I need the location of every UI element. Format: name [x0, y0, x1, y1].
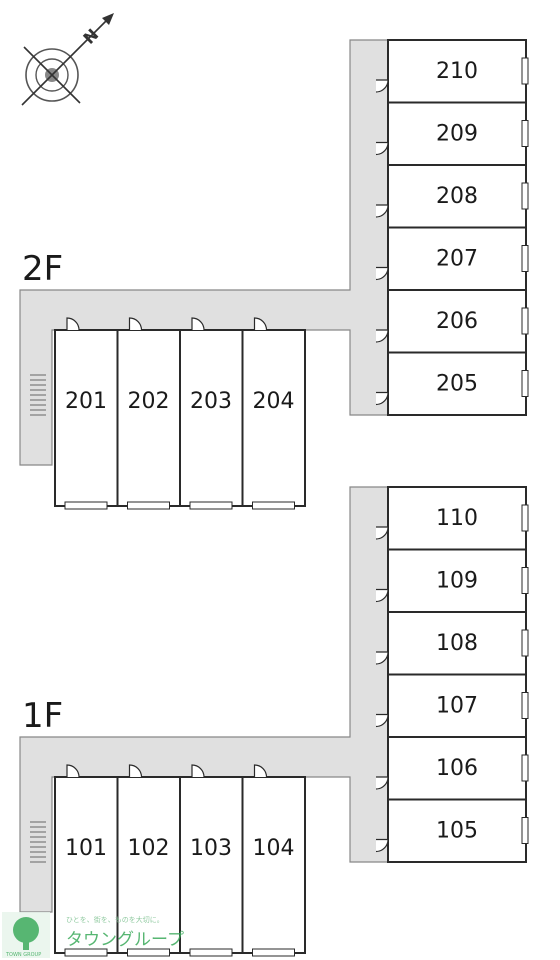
- unit-label: 107: [436, 694, 478, 719]
- unit-203: 203: [179, 317, 244, 510]
- unit-label: 108: [436, 631, 478, 656]
- unit-label: 102: [128, 836, 170, 861]
- unit-label: 101: [65, 836, 107, 861]
- unit-204: 204: [241, 317, 306, 510]
- door-icon: [253, 317, 268, 331]
- door-icon: [191, 764, 205, 778]
- unit-label: 109: [436, 569, 478, 594]
- brand-sub: TOWN GROUP: [5, 952, 41, 958]
- unit-201: 201: [54, 317, 119, 510]
- corridor: [19, 39, 389, 466]
- door-icon: [128, 764, 143, 778]
- unit-label: 203: [190, 389, 232, 414]
- unit-109: 109: [375, 548, 529, 613]
- unit-label: 207: [436, 247, 478, 272]
- floor-2f: 210 209 208 207 206 205 201 202 203 204 2F: [19, 39, 529, 510]
- door-icon: [375, 329, 389, 343]
- unit-label: 206: [436, 309, 478, 334]
- unit-label: 105: [436, 819, 478, 844]
- door-icon: [375, 266, 389, 281]
- unit-108: 108: [375, 611, 529, 676]
- door-icon: [375, 79, 389, 93]
- unit-label: 210: [436, 59, 478, 84]
- unit-207: 207: [375, 226, 529, 291]
- unit-103: 103: [179, 764, 244, 957]
- unit-label: 104: [253, 836, 295, 861]
- unit-label: 204: [253, 389, 295, 414]
- door-icon: [66, 317, 80, 331]
- unit-105: 105: [375, 798, 529, 863]
- door-icon: [253, 764, 268, 778]
- door-icon: [375, 141, 389, 156]
- door-icon: [375, 651, 389, 665]
- door-icon: [191, 317, 205, 331]
- compass-rose-icon: N: [21, 13, 114, 106]
- unit-205: 205: [375, 351, 529, 416]
- floor-1f: 110 109 108 107 106 105 101 102 103 104 1F: [19, 486, 529, 957]
- unit-label: 201: [65, 389, 107, 414]
- unit-104: 104: [241, 764, 306, 957]
- unit-label: 106: [436, 756, 478, 781]
- brand-tagline: ひとを、街を、ものを大切に。: [66, 915, 164, 924]
- unit-label: 110: [436, 506, 478, 531]
- brand-watermark: ひとを、街を、ものを大切に。 タウングループ TOWN GROUP: [2, 912, 184, 958]
- unit-209: 209: [375, 101, 529, 166]
- unit-206: 206: [375, 289, 529, 354]
- door-icon: [375, 391, 389, 406]
- unit-label: 208: [436, 184, 478, 209]
- unit-107: 107: [375, 673, 529, 738]
- door-icon: [128, 317, 143, 331]
- staircase-icon: [30, 821, 46, 863]
- unit-101: 101: [54, 764, 119, 957]
- unit-208: 208: [375, 164, 529, 229]
- unit-label: 202: [128, 389, 170, 414]
- floor-label: 1F: [22, 696, 63, 736]
- door-icon: [375, 204, 389, 218]
- unit-202: 202: [116, 317, 181, 510]
- door-icon: [375, 838, 389, 853]
- tree-logo-icon: [2, 912, 50, 958]
- floor-label: 2F: [22, 249, 63, 289]
- door-icon: [375, 713, 389, 728]
- unit-110: 110: [375, 486, 529, 551]
- unit-label: 209: [436, 122, 478, 147]
- unit-102: 102: [116, 764, 181, 957]
- door-icon: [66, 764, 80, 778]
- brand-name: タウングループ: [66, 930, 184, 950]
- unit-210: 210: [375, 39, 529, 104]
- door-icon: [375, 588, 389, 603]
- door-icon: [375, 776, 389, 790]
- door-icon: [375, 526, 389, 540]
- staircase-icon: [30, 374, 46, 416]
- unit-label: 205: [436, 372, 478, 397]
- unit-label: 103: [190, 836, 232, 861]
- unit-106: 106: [375, 736, 529, 801]
